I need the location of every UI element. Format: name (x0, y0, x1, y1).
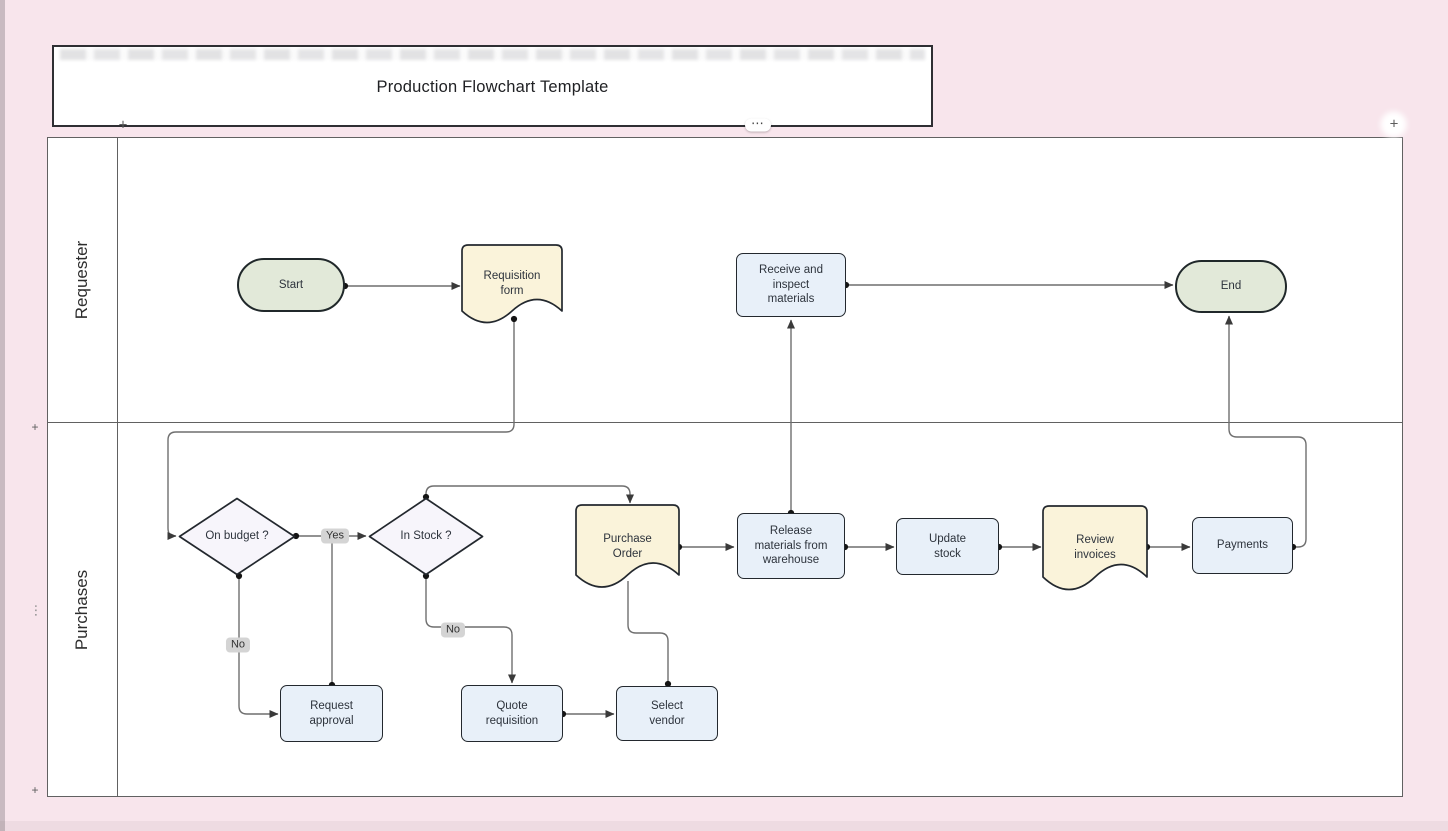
node-review-invoices[interactable]: Review invoices (1042, 505, 1148, 591)
decision-shape (368, 497, 484, 576)
edge-label-no-stock: No (440, 622, 466, 638)
node-receive-inspect[interactable]: Receive and inspect materials (736, 253, 846, 317)
lane-title-purchases[interactable]: Purchases (48, 422, 117, 798)
window-edge-bottom (0, 821, 1448, 831)
edge-instock-to-purchase-order[interactable] (422, 485, 634, 504)
lane-purchases-label: Purchases (72, 569, 92, 651)
node-update-stock[interactable]: Update stock (896, 518, 999, 575)
decision-shape (178, 497, 296, 576)
document-shape (461, 244, 563, 324)
edge-payments-to-end[interactable] (1225, 315, 1307, 551)
document-shape (575, 504, 680, 588)
node-payments-label: Payments (1216, 539, 1269, 552)
node-release-materials-label: Release materials from warehouse (754, 524, 828, 567)
node-start-label: Start (278, 278, 304, 291)
node-receive-inspect-label: Receive and inspect materials (759, 263, 823, 306)
lane-divider[interactable] (48, 422, 1402, 423)
ghost-text-artifact (60, 49, 925, 60)
node-request-approval-label: Request approval (309, 699, 354, 727)
node-in-stock[interactable]: In Stock ? (368, 497, 484, 576)
lane-menu-icon[interactable]: ⋮ (29, 602, 43, 618)
node-end[interactable]: End (1175, 260, 1287, 313)
lane-requester-label: Requester (72, 240, 92, 320)
diagram-title-box[interactable]: Production Flowchart Template (52, 45, 933, 127)
node-select-vendor-label: Select vendor (649, 699, 685, 727)
node-requisition-form[interactable]: Requisition form (461, 244, 563, 324)
more-options-icon[interactable]: ⋯ (745, 117, 771, 132)
window-edge-left (0, 0, 5, 831)
add-lane-bottom-icon[interactable]: + (31, 783, 39, 797)
edge-label-no-budget: No (225, 637, 251, 653)
edge-label-yes: Yes (321, 528, 349, 544)
node-quote-requisition-label: Quote requisition (485, 699, 539, 727)
node-purchase-order-label: Purchase Order (603, 532, 652, 560)
add-lane-middle-icon[interactable]: + (31, 420, 39, 434)
node-on-budget-label: On budget ? (205, 530, 269, 543)
edge-select-vendor-to-purchase-order[interactable] (627, 581, 672, 688)
lane-title-requester[interactable]: Requester (48, 138, 117, 422)
node-review-invoices-label: Review invoices (1074, 534, 1116, 561)
node-payments[interactable]: Payments (1192, 517, 1293, 574)
node-purchase-order[interactable]: Purchase Order (575, 504, 680, 588)
node-requisition-form-label: Requisition form (483, 270, 541, 297)
document-shape (1042, 505, 1148, 591)
node-quote-requisition[interactable]: Quote requisition (461, 685, 563, 742)
node-release-materials[interactable]: Release materials from warehouse (737, 513, 845, 579)
swimlane-pool[interactable]: Requester Purchases (47, 137, 1403, 797)
edge-requisition-to-onbudget[interactable] (167, 315, 518, 540)
node-start[interactable]: Start (237, 258, 345, 312)
node-select-vendor[interactable]: Select vendor (616, 686, 718, 741)
diagram-title: Production Flowchart Template (376, 78, 609, 96)
edge-instock-no-to-quote[interactable] (422, 572, 516, 684)
node-end-label: End (1220, 280, 1242, 293)
add-column-right-icon[interactable]: + (1389, 115, 1399, 133)
node-on-budget[interactable]: On budget ? (178, 497, 296, 576)
node-in-stock-label: In Stock ? (400, 530, 452, 543)
edge-onbudget-no-to-request-approval[interactable] (235, 572, 279, 718)
node-update-stock-label: Update stock (928, 532, 967, 560)
lane-title-separator (117, 138, 118, 796)
node-request-approval[interactable]: Request approval (280, 685, 383, 742)
add-column-left-icon[interactable]: + (118, 116, 128, 134)
